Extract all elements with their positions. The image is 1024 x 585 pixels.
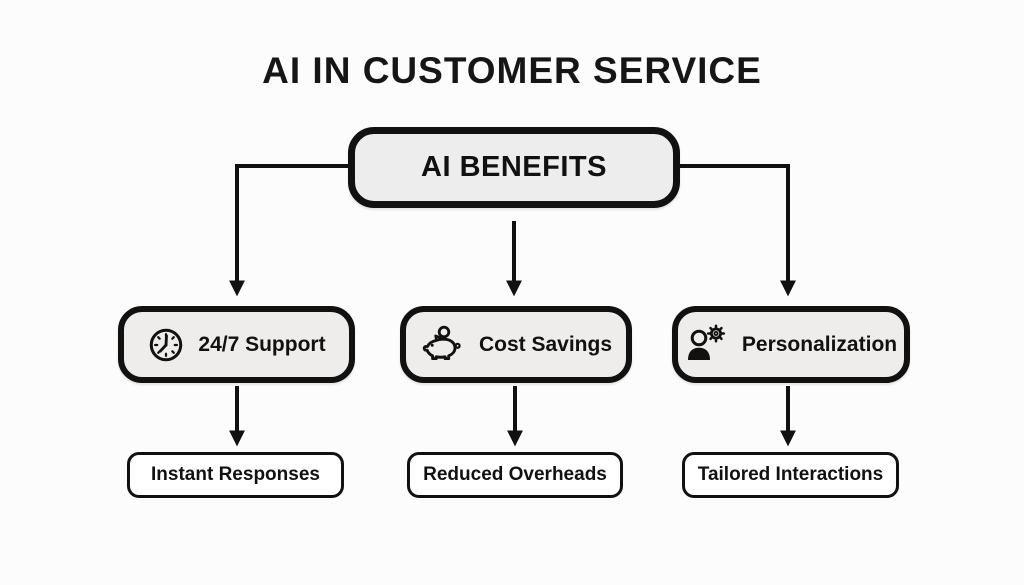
branch-node-label: Personalization: [741, 332, 898, 356]
clock-icon: [147, 326, 185, 364]
page-title: AI IN CUSTOMER SERVICE: [262, 50, 762, 91]
root-node-ai-benefits: AI BENEFITS: [348, 127, 680, 208]
outcome-node-label: Tailored Interactions: [697, 464, 884, 485]
person-gear-icon: [685, 324, 729, 366]
outcome-node-label: Reduced Overheads: [423, 464, 607, 485]
branch-node-personalization: Personalization: [672, 306, 910, 383]
piggy-bank-icon: [420, 324, 466, 366]
outcome-node-reduced-overheads: Reduced Overheads: [407, 452, 623, 498]
connector-root-to-support: [229, 164, 348, 297]
branch-node-cost-savings: Cost Savings: [400, 306, 632, 383]
connector-root-to-personalization: [680, 164, 796, 297]
branch-node-support: 24/7 Support: [118, 306, 355, 383]
root-node-label: AI BENEFITS: [421, 151, 607, 183]
outcome-node-tailored-interactions: Tailored Interactions: [682, 452, 899, 498]
branch-node-label: Cost Savings: [478, 332, 613, 356]
outcome-node-label: Instant Responses: [151, 464, 320, 485]
outcome-node-instant-responses: Instant Responses: [127, 452, 344, 498]
branch-node-label: 24/7 Support: [198, 332, 326, 356]
